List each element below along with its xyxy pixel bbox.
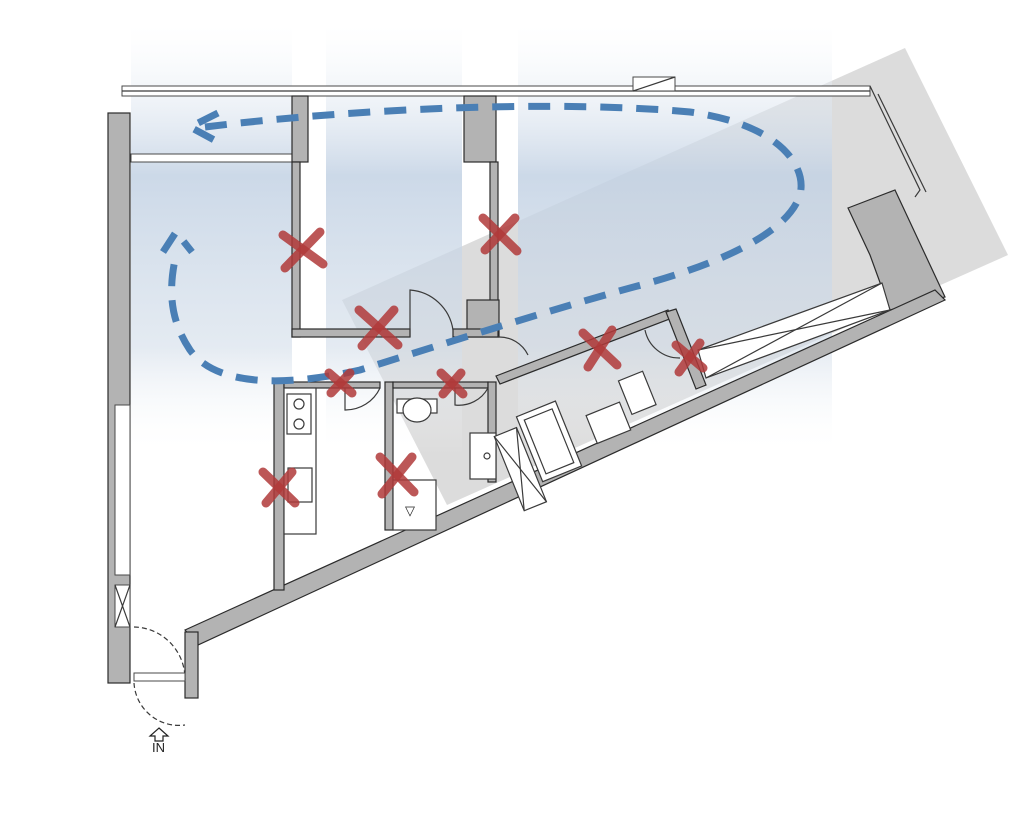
light-shaft-3 <box>518 25 832 455</box>
toilet-2 <box>617 370 657 416</box>
top-window-band <box>121 76 927 198</box>
entry-label: IN <box>152 740 165 755</box>
flow-loop <box>160 102 805 385</box>
cross-marker <box>578 325 622 372</box>
svg-text:▽: ▽ <box>405 503 415 518</box>
cross-marker <box>354 305 403 351</box>
flow-arrowhead-top <box>182 109 220 146</box>
toilet-bowl <box>402 397 432 423</box>
cross-marker <box>375 452 419 499</box>
light-shafts <box>131 25 832 455</box>
flow-arrowhead-left <box>160 226 195 255</box>
light-shaft-1 <box>131 25 292 455</box>
entry-marker: IN <box>148 727 170 755</box>
cooktop <box>286 393 312 435</box>
up-arrow-icon <box>148 727 170 742</box>
washbasin <box>469 432 497 480</box>
cross-marker <box>324 368 357 398</box>
entry-door-swing <box>133 626 186 727</box>
cross-marker <box>436 368 468 399</box>
cross-marker <box>278 227 328 273</box>
cross-marker <box>671 338 708 377</box>
cross-marker <box>478 213 522 256</box>
cross-marker <box>258 467 300 508</box>
removal-markers <box>258 213 708 508</box>
flow-loop-path <box>168 102 805 385</box>
vanity <box>585 401 632 445</box>
door-swings <box>133 289 681 727</box>
bathtub <box>515 400 583 483</box>
